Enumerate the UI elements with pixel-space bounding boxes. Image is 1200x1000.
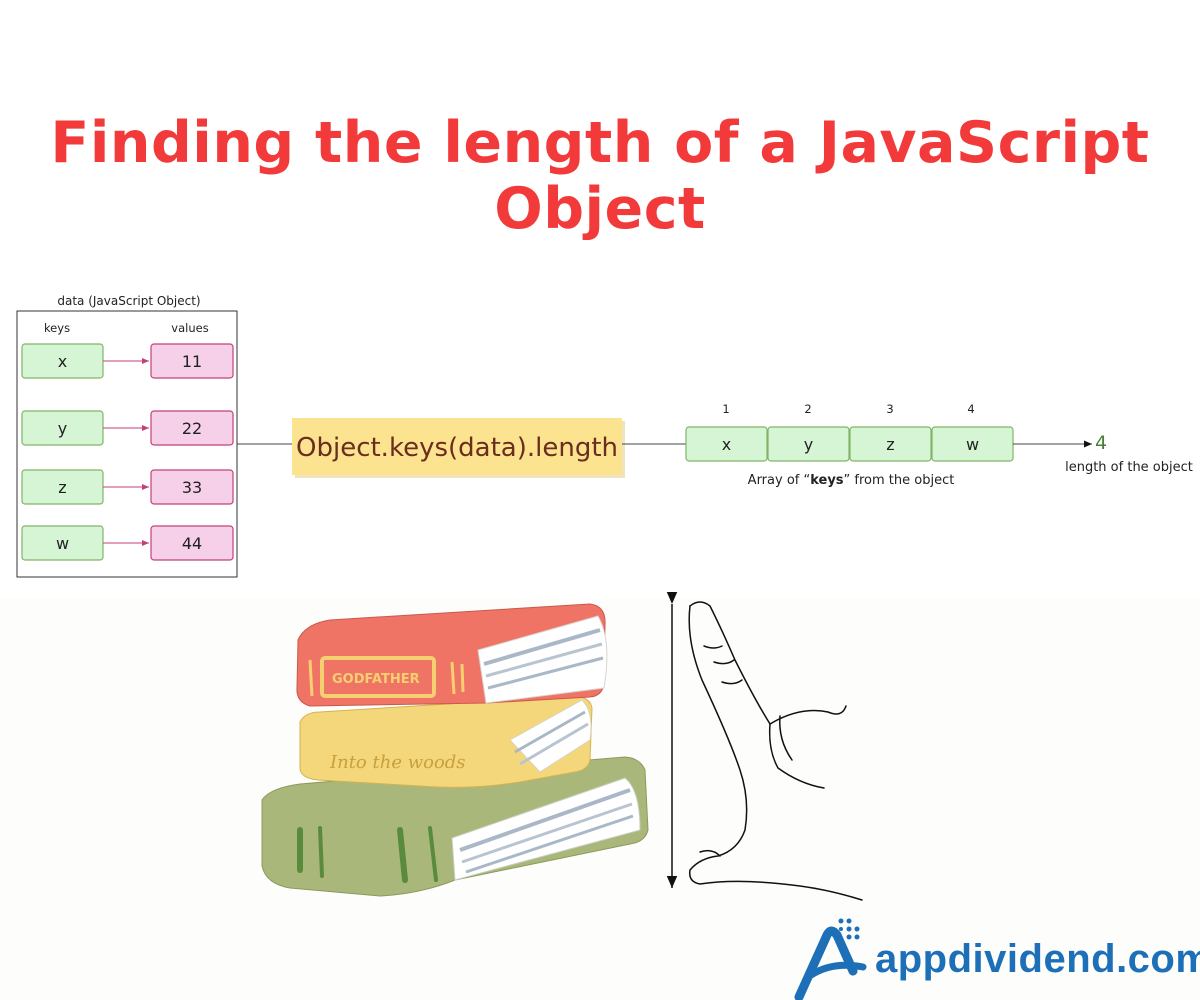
key-label-w: w	[56, 534, 69, 553]
method-call-text: Object.keys(data).length	[296, 433, 618, 463]
array-key-w: w	[966, 435, 979, 454]
array-index-4: 4	[967, 402, 974, 416]
values-header: values	[171, 321, 208, 335]
yellow-book: Into the woods	[299, 695, 593, 788]
value-box-z	[150, 469, 234, 505]
value-box-y	[150, 410, 234, 446]
red-book: GODFATHER	[296, 603, 608, 707]
value-box-x	[150, 343, 234, 379]
keys-header: keys	[44, 321, 70, 335]
header-band	[0, 0, 1200, 272]
book-title-godfather: GODFATHER	[332, 672, 420, 687]
array-caption-keys: keys	[810, 473, 844, 488]
green-book	[261, 756, 649, 897]
page-title: Finding the length of a JavaScript Objec…	[50, 110, 1150, 242]
array-caption-start: Array of “	[748, 473, 811, 488]
brand-mark-icon	[794, 918, 867, 1000]
array-key-x: x	[722, 435, 731, 454]
value-label-w: 44	[182, 534, 202, 553]
array-key-z: z	[886, 435, 894, 454]
key-label-y: y	[58, 419, 67, 438]
array-caption: Array of “keys” from the object	[748, 473, 955, 488]
array-cell-x	[685, 426, 768, 462]
brand-logo[interactable]: appdividend.com	[793, 915, 1200, 1000]
method-call-box	[292, 418, 622, 475]
value-label-y: 22	[182, 419, 202, 438]
array-index-2: 2	[804, 402, 811, 416]
array-caption-end: ” from the object	[844, 473, 955, 488]
book-title-into-the-woods: Into the woods	[329, 752, 466, 773]
key-label-z: z	[58, 478, 66, 497]
result-value: 4	[1095, 432, 1107, 454]
array-index-3: 3	[886, 402, 893, 416]
brand-name: appdividend.com	[875, 937, 1200, 981]
result-label: length of the object	[1065, 460, 1193, 475]
value-label-z: 33	[182, 478, 202, 497]
value-box-w	[150, 525, 234, 561]
array-key-y: y	[804, 435, 813, 454]
hand-illustration	[688, 601, 863, 901]
books-illustration: Into the woods GODFATHER	[261, 603, 649, 897]
key-label-x: x	[58, 352, 67, 371]
value-label-x: 11	[182, 352, 202, 371]
array-index-1: 1	[722, 402, 729, 416]
array-cell-y	[767, 426, 850, 462]
array-cell-z	[849, 426, 932, 462]
object-label: data (JavaScript Object)	[57, 294, 200, 308]
